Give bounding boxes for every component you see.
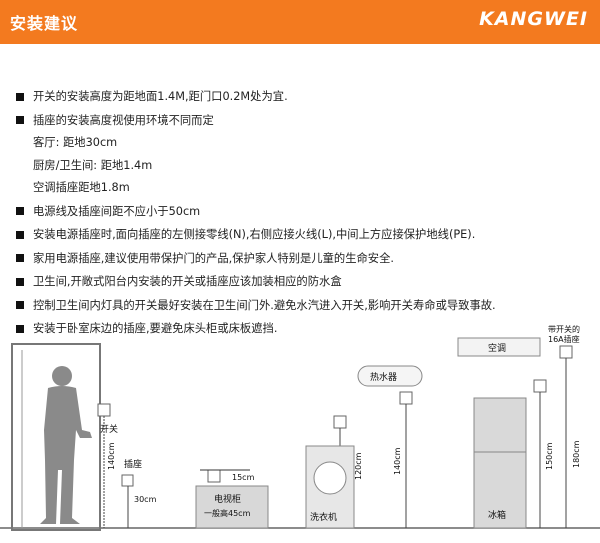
- page-title: 安装建议: [10, 14, 79, 33]
- person-silhouette-icon: [40, 366, 92, 524]
- rule-item: 卫生间,开敞式阳台内安装的开关或插座应该加装相应的防水盒: [16, 270, 591, 294]
- fridge-height-label: 150cm: [545, 442, 554, 470]
- header-bar: 安装建议 KANGWEI: [0, 0, 600, 44]
- rule-subitem: 空调插座距地1.8m: [33, 181, 130, 194]
- rule-text: 开关的安装高度为距地面1.4M,距门口0.2M处为宜.: [33, 90, 288, 103]
- square-bullet-icon: [16, 116, 24, 125]
- ac-unit-shape: [457, 337, 541, 357]
- tv-gap-label: 15cm: [232, 473, 255, 482]
- ac-socket-label-2: 16A插座: [548, 334, 580, 344]
- rule-item: 控制卫生间内灯具的开关最好安装在卫生间门外.避免水汽进入开关,影响开关寿命或导致…: [16, 294, 591, 318]
- square-bullet-icon: [16, 92, 24, 101]
- square-bullet-icon: [16, 207, 24, 216]
- rule-item: 安装电源插座时,面向插座的左侧接零线(N),右侧应接火线(L),中间上方应接保护…: [16, 223, 591, 247]
- brand-logo: KANGWEI: [479, 8, 588, 30]
- tv-cabinet-shape: [195, 485, 269, 529]
- rule-subitem: 厨房/卫生间: 距地1.4m: [33, 158, 153, 172]
- rule-text: 插座的安装高度视使用环境不同而定: [33, 113, 214, 127]
- installation-rules: 开关的安装高度为距地面1.4M,距门口0.2M处为宜. 插座的安装高度视使用环境…: [16, 85, 591, 341]
- square-bullet-icon: [16, 254, 24, 263]
- socket-plate-icon: [121, 474, 134, 487]
- fridge-label: 冰箱: [488, 509, 506, 521]
- square-bullet-icon: [16, 324, 24, 333]
- rule-item: 电源线及插座间距不应小于50cm: [16, 200, 591, 224]
- washer-label: 洗衣机: [310, 511, 337, 523]
- water-heater-label: 热水器: [370, 371, 397, 383]
- installation-height-diagram: 开关 140cm 插座 30cm 15cm 电视柜 一般高45cm 热水器 14…: [0, 324, 600, 531]
- heater-socket-icon: [399, 391, 413, 405]
- rule-subitem: 客厅: 距地30cm: [33, 136, 118, 149]
- square-bullet-icon: [16, 301, 24, 310]
- rule-item: 安装于卧室床边的插座,要避免床头柜或床板遮挡.: [16, 317, 591, 341]
- water-heater-shape: [357, 365, 423, 387]
- tv-cabinet-label: 电视柜: [214, 493, 241, 505]
- washer-door: [313, 461, 347, 495]
- rule-text: 电源线及插座间距不应小于50cm: [33, 204, 201, 218]
- rule-text: 卫生间,开敞式阳台内安装的开关或插座应该加装相应的防水盒: [33, 275, 342, 288]
- rule-text: 控制卫生间内灯具的开关最好安装在卫生间门外.避免水汽进入开关,影响开关寿命或导致…: [33, 298, 496, 312]
- washer-socket-icon: [333, 415, 347, 429]
- ac-socket-icon: [559, 345, 573, 359]
- switch-label: 开关: [100, 423, 118, 435]
- rule-text: 安装于卧室床边的插座,要避免床头柜或床板遮挡.: [33, 322, 278, 335]
- socket-label: 插座: [124, 458, 142, 470]
- switch-height-label: 140cm: [107, 442, 116, 470]
- fridge-shape: [473, 397, 527, 529]
- square-bullet-icon: [16, 230, 24, 239]
- ac-height-label: 180cm: [572, 440, 581, 468]
- fridge-socket-icon: [533, 379, 547, 393]
- socket-height-label: 30cm: [134, 495, 157, 504]
- ac-socket-label-1: 带开关的: [548, 324, 580, 334]
- ac-label: 空调: [488, 342, 506, 354]
- rule-item: 插座的安装高度视使用环境不同而定: [16, 109, 591, 133]
- rule-item: 开关的安装高度为距地面1.4M,距门口0.2M处为宜.: [16, 85, 591, 109]
- door-frame: [11, 343, 101, 531]
- switch-plate-icon: [97, 403, 111, 417]
- rule-item: 家用电源插座,建议使用带保护门的产品,保护家人特别是儿童的生命安全.: [16, 247, 591, 271]
- square-bullet-icon: [16, 277, 24, 286]
- rule-text: 家用电源插座,建议使用带保护门的产品,保护家人特别是儿童的生命安全.: [33, 251, 394, 265]
- rule-text: 安装电源插座时,面向插座的左侧接零线(N),右侧应接火线(L),中间上方应接保护…: [33, 228, 476, 241]
- washer-height-label: 120cm: [354, 452, 363, 480]
- tv-socket-icon: [207, 469, 221, 483]
- heater-height-label: 140cm: [393, 447, 402, 475]
- tv-cabinet-height-label: 一般高45cm: [204, 508, 251, 518]
